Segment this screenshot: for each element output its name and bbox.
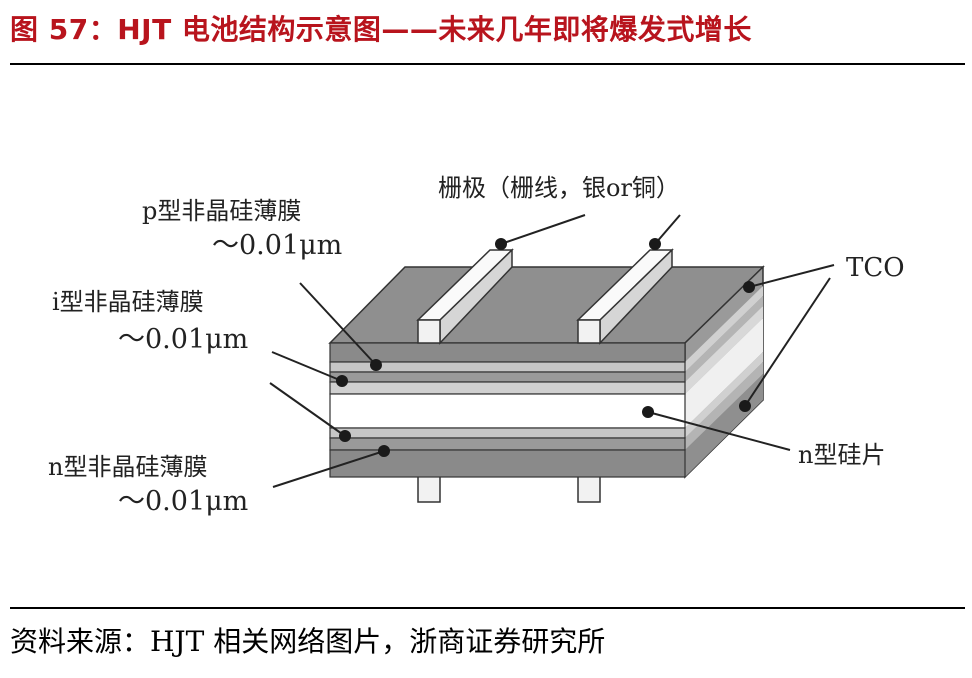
label-tco: TCO bbox=[846, 253, 905, 283]
rear-grid-finger-right bbox=[577, 475, 601, 503]
leader-i-layer-top bbox=[271, 351, 343, 382]
dot-n-layer bbox=[378, 445, 390, 457]
rear-grid-finger-left bbox=[417, 475, 441, 503]
figure-title: 图 57：HJT 电池结构示意图——未来几年即将爆发式增长 bbox=[10, 13, 752, 46]
dot-tco-bottom bbox=[739, 400, 751, 412]
front-p-amorphous bbox=[329, 361, 686, 373]
leader-n-layer bbox=[272, 450, 385, 488]
leader-grid-right bbox=[654, 214, 681, 245]
dot-p-layer bbox=[370, 359, 382, 371]
side-layer-wafer bbox=[685, 318, 763, 428]
front-thin-top bbox=[329, 381, 686, 395]
label-n-wafer: n型硅片 bbox=[798, 441, 885, 469]
front-grid-finger-left bbox=[416, 248, 514, 345]
side-layer-tco-mid bbox=[685, 306, 763, 394]
front-tco-bottom bbox=[329, 449, 686, 478]
side-layer-tco-bottom bbox=[685, 374, 763, 477]
dot-grid-left bbox=[495, 238, 507, 250]
leader-tco-bottom bbox=[744, 277, 831, 407]
front-i-amorphous-top bbox=[329, 371, 686, 383]
front-n-wafer bbox=[329, 393, 686, 429]
side-layer-i-top bbox=[685, 286, 763, 372]
dot-i-layer-bottom bbox=[339, 430, 351, 442]
dot-n-wafer bbox=[642, 406, 654, 418]
front-i-amorphous-bottom bbox=[329, 427, 686, 439]
label-p-layer: p型非晶硅薄膜 bbox=[142, 197, 301, 225]
leader-p-layer bbox=[299, 282, 377, 366]
dot-tco-top bbox=[743, 281, 755, 293]
leader-dots bbox=[336, 238, 755, 457]
leader-lines bbox=[269, 214, 835, 488]
label-p-thickness: ～0.01μm bbox=[212, 230, 342, 261]
side-layer-p bbox=[685, 296, 763, 382]
front-grid-finger-right bbox=[576, 248, 674, 345]
label-n-thickness: ～0.01μm bbox=[118, 486, 248, 517]
leader-n-wafer bbox=[647, 411, 791, 451]
dot-grid-right bbox=[649, 238, 661, 250]
label-grid: 栅极（栅线，银or铜） bbox=[438, 174, 680, 202]
leader-tco-top bbox=[748, 264, 835, 288]
leader-grid-left bbox=[500, 214, 586, 245]
title-divider bbox=[10, 63, 965, 65]
side-layer-i-bottom bbox=[685, 352, 763, 438]
leader-i-layer-bottom bbox=[269, 382, 346, 437]
source-note: 资料来源：HJT 相关网络图片，浙商证券研究所 bbox=[10, 625, 606, 658]
label-i-layer: i型非晶硅薄膜 bbox=[52, 288, 204, 316]
label-n-layer: n型非晶硅薄膜 bbox=[48, 453, 207, 481]
source-divider bbox=[10, 607, 965, 609]
dot-i-layer-top bbox=[336, 375, 348, 387]
front-tco-top bbox=[329, 342, 686, 363]
label-i-thickness: ～0.01μm bbox=[118, 324, 248, 355]
